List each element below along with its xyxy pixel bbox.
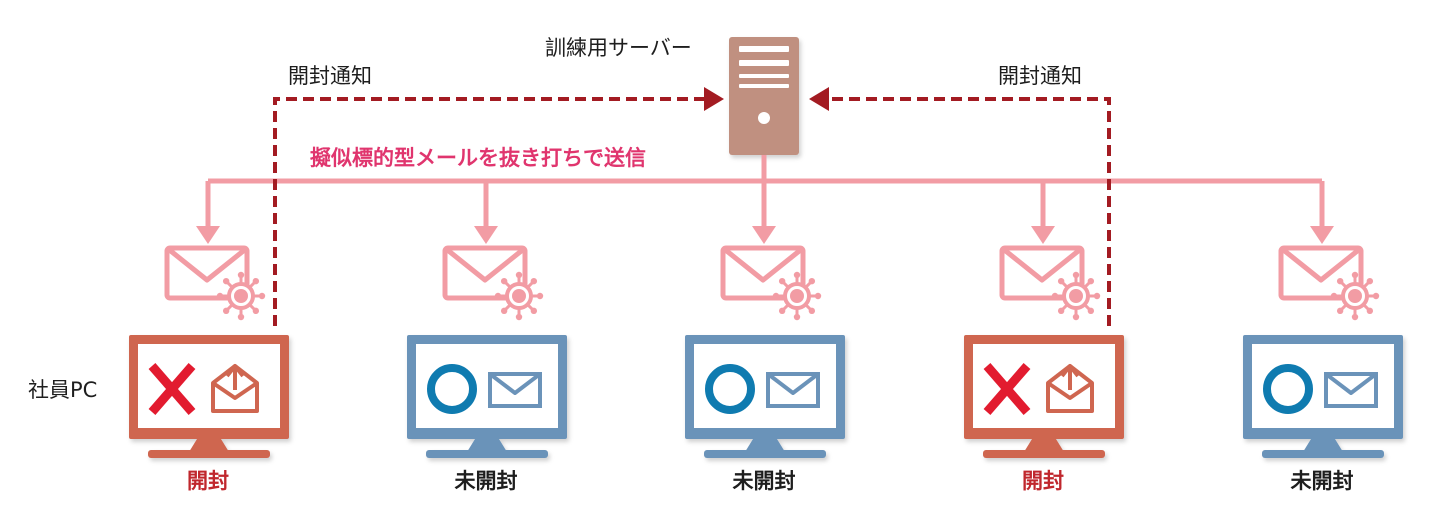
closed-envelope-icon bbox=[488, 372, 542, 408]
pc-status-label: 開封 bbox=[187, 469, 229, 493]
notification-label-right: 開封通知 bbox=[998, 64, 1082, 88]
notification-arrowheads bbox=[704, 87, 829, 111]
incoming-mail-icon bbox=[164, 245, 250, 301]
virus-icon bbox=[494, 271, 544, 321]
employee-pcs bbox=[129, 245, 1403, 458]
pc-unit bbox=[407, 245, 567, 458]
circle-icon bbox=[1263, 364, 1313, 414]
distribution-lines bbox=[205, 155, 1325, 232]
circle-icon bbox=[427, 364, 477, 414]
pc-unit bbox=[129, 245, 289, 458]
incoming-mail-icon bbox=[442, 245, 528, 301]
circle-icon bbox=[705, 364, 755, 414]
closed-envelope-icon bbox=[766, 372, 820, 408]
pc-status-label: 未開封 bbox=[454, 469, 518, 493]
employee-pc-label: 社員PC bbox=[28, 378, 98, 402]
pc-status-label: 未開封 bbox=[1290, 469, 1354, 493]
x-mark-icon bbox=[148, 363, 196, 415]
monitor-icon bbox=[129, 335, 289, 458]
notification-lines bbox=[273, 97, 1111, 326]
closed-envelope-icon bbox=[1324, 372, 1378, 408]
server-tower-icon bbox=[729, 37, 799, 155]
virus-icon bbox=[772, 271, 822, 321]
open-envelope-upload-icon bbox=[211, 364, 259, 413]
pc-status-label: 未開封 bbox=[732, 469, 796, 493]
pc-unit bbox=[685, 245, 845, 458]
notification-label-left: 開封通知 bbox=[288, 64, 372, 88]
pc-status-label: 開封 bbox=[1022, 469, 1064, 493]
x-mark-icon bbox=[983, 363, 1031, 415]
pc-unit bbox=[1243, 245, 1403, 458]
open-envelope-upload-icon bbox=[1046, 364, 1094, 413]
incoming-mail-icon bbox=[999, 245, 1085, 301]
virus-icon bbox=[1330, 271, 1380, 321]
incoming-mail-icon bbox=[1278, 245, 1364, 301]
incoming-mail-icon bbox=[720, 245, 806, 301]
virus-icon bbox=[216, 271, 266, 321]
monitor-icon bbox=[964, 335, 1124, 458]
distribution-label: 擬似標的型メールを抜き打ちで送信 bbox=[310, 146, 646, 170]
distribution-arrowheads bbox=[196, 226, 1334, 244]
virus-icon bbox=[1051, 271, 1101, 321]
server-label: 訓練用サーバー bbox=[545, 36, 692, 60]
pc-unit bbox=[964, 245, 1124, 458]
